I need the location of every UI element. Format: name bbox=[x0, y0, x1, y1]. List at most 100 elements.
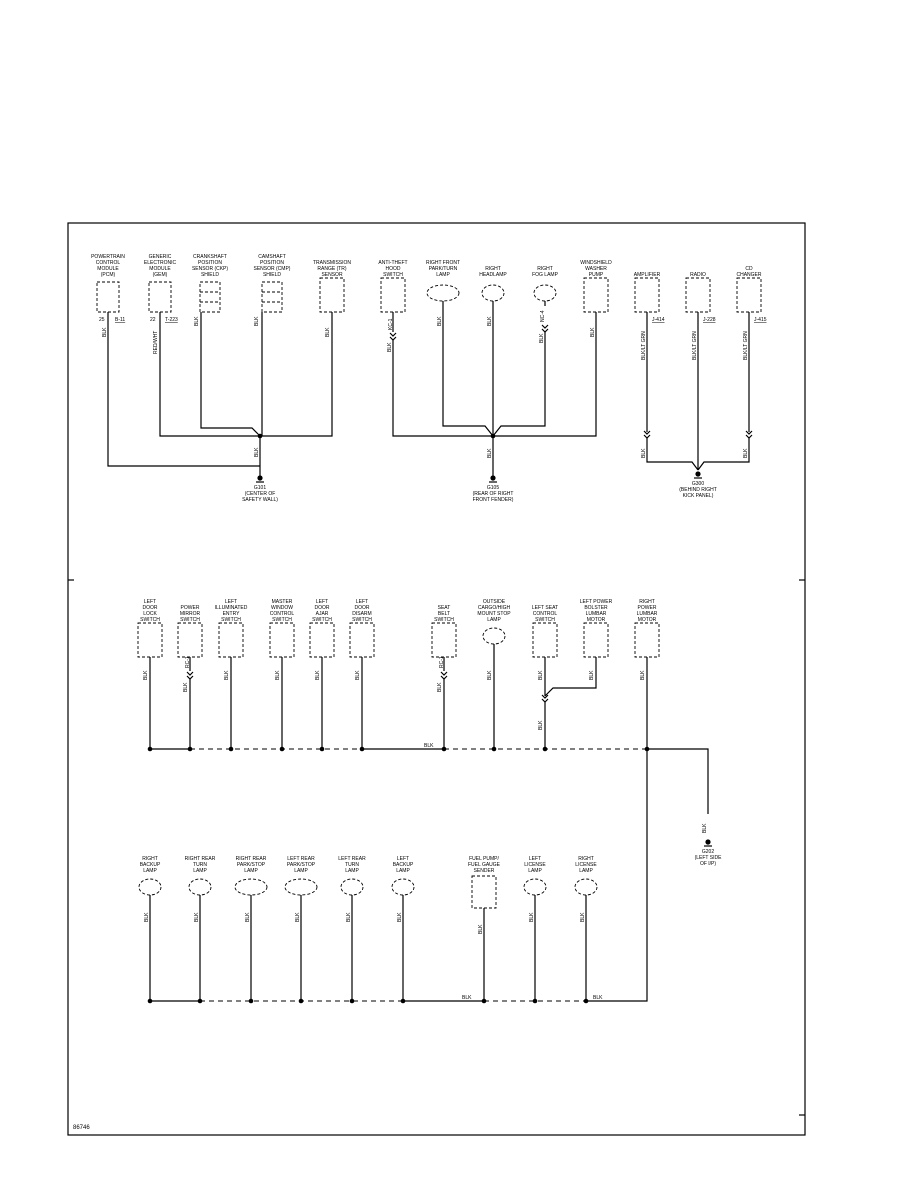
llicense-label: LICENSE bbox=[524, 862, 546, 868]
seatbelt-box bbox=[431, 622, 457, 658]
rrpark-label: LAMP bbox=[244, 868, 258, 874]
ckp-wire-label: BLK bbox=[194, 316, 200, 326]
pmirror-box bbox=[177, 622, 203, 658]
g300-ground-symbol bbox=[695, 471, 701, 477]
lillum-wire-label: BLK bbox=[224, 670, 230, 680]
master-label: CONTROL bbox=[270, 611, 295, 617]
lrturn-label: LEFT REAR bbox=[338, 856, 366, 862]
amp-label: AMPLIFIER bbox=[634, 272, 661, 278]
rfog-label: RIGHT bbox=[537, 266, 553, 272]
pcm-label: POWERTRAIN bbox=[91, 254, 125, 260]
pmirror-wire-label: BLK bbox=[183, 682, 189, 692]
lbackup-label: LEFT bbox=[397, 856, 409, 862]
antitheft-box bbox=[380, 277, 406, 313]
rrpark-lamp bbox=[234, 878, 268, 896]
rbackup-lamp bbox=[138, 878, 162, 896]
amp-connector bbox=[643, 434, 651, 439]
ldisarm-wire-label: BLK bbox=[355, 670, 361, 680]
cmp-label: CAMSHAFT bbox=[258, 254, 286, 260]
pcm-label: (PCM) bbox=[101, 272, 116, 278]
fuel-label: SENDER bbox=[474, 868, 495, 874]
rlicense-lamp bbox=[574, 878, 598, 896]
ldoorlock-wire-label: BLK bbox=[143, 670, 149, 680]
lbolster-label: BOLSTER bbox=[584, 605, 608, 611]
antitheft-wire bbox=[392, 340, 493, 437]
radio-wire-label: BLK/LT GRN bbox=[692, 331, 698, 360]
lseat-wire-label: BLK bbox=[538, 670, 544, 680]
lillum-label: SWITCH bbox=[221, 617, 241, 623]
cargo-wire-label: BLK bbox=[487, 670, 493, 680]
lillum-label: ENTRY bbox=[223, 611, 241, 617]
cargo-label: LAMP bbox=[487, 617, 501, 623]
washer-wire bbox=[493, 312, 597, 437]
rhead-wire-label: BLK bbox=[487, 316, 493, 326]
gem-pin: 22 bbox=[150, 317, 156, 323]
lillum-label: ILLUMINATED bbox=[215, 605, 248, 611]
seatbelt-label: BELT bbox=[438, 611, 450, 617]
rfog-wire-label: BLK bbox=[539, 333, 545, 343]
rrpark-label: RIGHT REAR bbox=[236, 856, 267, 862]
pmirror-connector bbox=[186, 675, 194, 680]
ckp-label: SENSOR (CKP) bbox=[192, 266, 228, 272]
amp-wire-lower bbox=[646, 438, 699, 471]
master-label: WINDOW bbox=[271, 605, 293, 611]
rfog-lamp bbox=[533, 284, 557, 302]
lajar-label: DOOR bbox=[315, 605, 330, 611]
cmp-label: SHIELD bbox=[263, 272, 281, 278]
amp-box bbox=[634, 277, 660, 313]
cd-wire-lower bbox=[697, 438, 750, 471]
llicense-lamp bbox=[523, 878, 547, 896]
rfpark-wire bbox=[442, 306, 494, 437]
llicense-label: LAMP bbox=[528, 868, 542, 874]
cargo-label: MOUNT STOP bbox=[477, 611, 511, 617]
rbackup-label: BACKUP bbox=[140, 862, 161, 868]
washer-label: WASHER bbox=[585, 266, 607, 272]
lseat-label: SWITCH bbox=[535, 617, 555, 623]
pcm-box bbox=[96, 281, 120, 313]
g202-ground-symbol bbox=[705, 839, 711, 845]
master-wire-label: BLK bbox=[275, 670, 281, 680]
rbackup-wire-label: BLK bbox=[144, 912, 150, 922]
g101-ground-symbol bbox=[257, 475, 263, 481]
lbolster-wire bbox=[544, 657, 597, 697]
washer-wire-label: BLK bbox=[590, 327, 596, 337]
cd-wire-lower-label: BLK bbox=[743, 448, 749, 458]
cd-connector bbox=[745, 430, 753, 435]
lseat-box bbox=[532, 622, 558, 658]
row3-bus-label-b: BLK bbox=[593, 995, 603, 1001]
cd-connector bbox=[745, 434, 753, 439]
lseat-wire-lower-label: BLK bbox=[538, 720, 544, 730]
rrturn-lamp bbox=[188, 878, 212, 896]
fuel-wire-label: BLK bbox=[478, 924, 484, 934]
lajar-label: LEFT bbox=[316, 599, 328, 605]
gem-wire bbox=[159, 312, 260, 437]
rrturn-label: RIGHT REAR bbox=[185, 856, 216, 862]
fuel-label: FUEL GAUGE bbox=[468, 862, 501, 868]
tr-box bbox=[319, 277, 345, 313]
seatbelt-wire-label: BLK bbox=[437, 682, 443, 692]
figure-id: 86746 bbox=[73, 1125, 90, 1131]
rbackup-label: LAMP bbox=[143, 868, 157, 874]
cmp-wire-label: BLK bbox=[254, 316, 260, 326]
g101-label: SAFETY WALL) bbox=[242, 497, 278, 503]
ckp-wire bbox=[200, 312, 261, 437]
lillum-label: LEFT bbox=[225, 599, 237, 605]
lajar-label: SWITCH bbox=[312, 617, 332, 623]
amp-connector bbox=[643, 430, 651, 435]
g202-wire-label: BLK bbox=[702, 823, 708, 833]
amp-ref: J-414 bbox=[652, 317, 665, 323]
pmirror-connector-label: RC-1 bbox=[185, 656, 191, 668]
pmirror-label: MIRROR bbox=[180, 611, 201, 617]
rhead-label: RIGHT bbox=[485, 266, 501, 272]
master-label: SWITCH bbox=[272, 617, 292, 623]
gem-ref: T-223 bbox=[165, 317, 178, 323]
ckp-box bbox=[199, 281, 221, 313]
lbackup-label: BACKUP bbox=[393, 862, 414, 868]
rfog-label: FOG LAMP bbox=[532, 272, 559, 278]
cargo-lamp bbox=[482, 627, 506, 645]
lrturn-label: LAMP bbox=[345, 868, 359, 874]
pcm-pin: 25 bbox=[99, 317, 105, 323]
radio-ref: J-228 bbox=[703, 317, 716, 323]
